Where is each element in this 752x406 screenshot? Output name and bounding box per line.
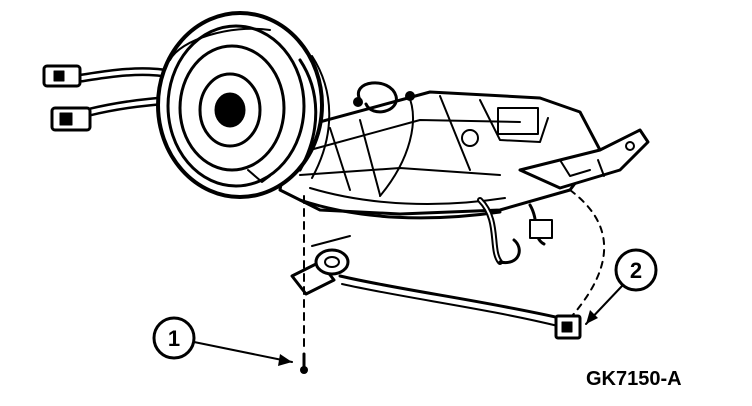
terminal-lower	[50, 106, 92, 132]
alignment-guide	[569, 189, 606, 317]
figure-code-label: GK7150-A	[586, 368, 682, 390]
callout-1	[152, 316, 293, 366]
retaining-bolt	[300, 352, 308, 374]
connector-cable	[338, 274, 562, 327]
wire-loop	[353, 81, 415, 197]
sensor-housing	[290, 235, 351, 296]
callout-2	[585, 248, 658, 325]
housing-body	[278, 90, 602, 220]
wiring-harness	[477, 197, 553, 265]
electrical-connector	[554, 314, 582, 340]
terminal-upper	[42, 64, 82, 88]
callout-number-1: 1	[168, 326, 180, 351]
clutch-pulley	[156, 11, 331, 199]
mounting-bracket	[518, 128, 650, 190]
callout-number-2: 2	[630, 258, 642, 283]
